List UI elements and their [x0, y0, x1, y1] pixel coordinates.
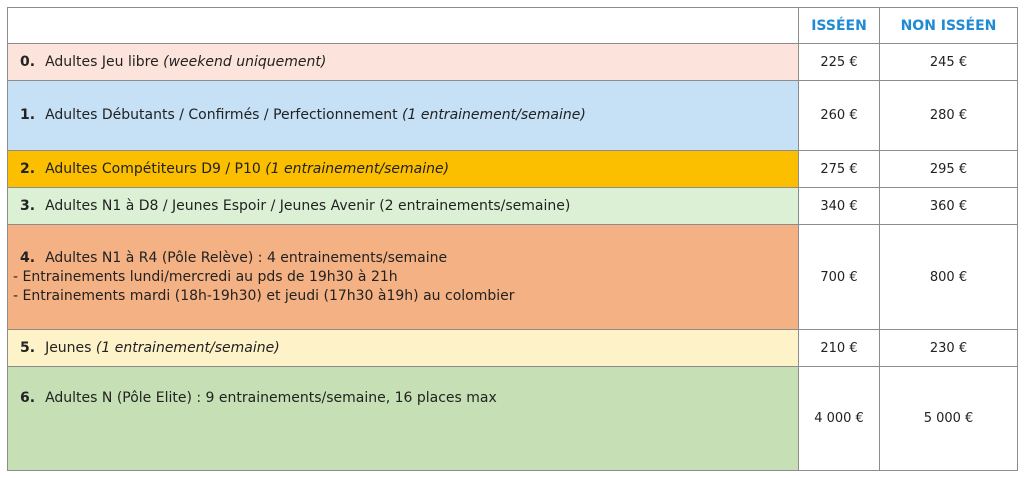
row-number: 3. [20, 197, 36, 214]
row-label: 6. Adultes N (Pôle Elite) : 9 entrainemen… [7, 366, 799, 471]
row-note: (1 entrainement/semaine) [265, 160, 450, 177]
row-description: Adultes N1 à D8 / Jeunes Espoir / Jeunes… [45, 197, 571, 214]
row-description: Adultes N1 à R4 (Pôle Relève) : 4 entrai… [45, 249, 448, 266]
price-isseen: 210 € [798, 329, 880, 367]
row-label: 0. Adultes Jeu libre (weekend uniquement) [7, 43, 799, 81]
row-label: 5. Jeunes (1 entrainement/semaine) [7, 329, 799, 367]
row-label: 3. Adultes N1 à D8 / Jeunes Espoir / Jeun… [7, 187, 799, 225]
table-row: 4. Adultes N1 à R4 (Pôle Relève) : 4 entr… [7, 224, 1018, 330]
row-description: Adultes Compétiteurs D9 / P10 [45, 160, 266, 177]
table-row: 2. Adultes Compétiteurs D9 / P10 (1 entra… [7, 150, 1018, 188]
row-note: (weekend uniquement) [163, 53, 327, 70]
row-description: Jeunes [45, 339, 96, 356]
table-row: 0. Adultes Jeu libre (weekend uniquement)… [7, 43, 1018, 81]
price-isseen: 700 € [798, 224, 880, 330]
price-non-isseen: 5 000 € [879, 366, 1018, 471]
price-non-isseen: 230 € [879, 329, 1018, 367]
row-number: 1. [20, 107, 36, 123]
header-blank-cell [7, 7, 799, 44]
price-isseen: 260 € [798, 80, 880, 151]
price-isseen: 275 € [798, 150, 880, 188]
price-isseen: 225 € [798, 43, 880, 81]
price-non-isseen: 360 € [879, 187, 1018, 225]
row-detail-line: - Entrainements mardi (18h-19h30) et jeu… [13, 287, 515, 304]
row-description: Adultes Jeu libre [45, 53, 164, 70]
row-description: Adultes N (Pôle Elite) : 9 entrainements… [45, 390, 497, 406]
row-label: 4. Adultes N1 à R4 (Pôle Relève) : 4 entr… [7, 224, 799, 330]
price-non-isseen: 280 € [879, 80, 1018, 151]
row-note: (1 entrainement/semaine) [402, 107, 586, 123]
price-isseen: 340 € [798, 187, 880, 225]
row-description: Adultes Débutants / Confirmés / Perfecti… [45, 107, 403, 123]
row-number: 0. [20, 53, 36, 70]
header-isseen: ISSÉEN [798, 7, 880, 44]
price-non-isseen: 295 € [879, 150, 1018, 188]
pricing-table: ISSÉEN NON ISSÉEN 0. Adultes Jeu libre (w… [7, 7, 1018, 471]
table-row: 5.Jeunes (1 entrainement/semaine) 210 € … [7, 329, 1018, 367]
price-non-isseen: 245 € [879, 43, 1018, 81]
row-number: 5. [20, 339, 36, 356]
row-detail-line: - Entrainements lundi/mercredi au pds de… [13, 268, 398, 285]
header-row: ISSÉEN NON ISSÉEN [7, 7, 1018, 44]
row-number: 2. [20, 160, 36, 177]
row-number: 4. [20, 249, 36, 266]
price-non-isseen: 800 € [879, 224, 1018, 330]
header-non-isseen: NON ISSÉEN [879, 7, 1018, 44]
row-label: 2. Adultes Compétiteurs D9 / P10 (1 entra… [7, 150, 799, 188]
table-row: 1. Adultes Débutants / Confirmés / Perfec… [7, 80, 1018, 151]
price-isseen: 4 000 € [798, 366, 880, 471]
table-row: 3. Adultes N1 à D8 / Jeunes Espoir / Jeun… [7, 187, 1018, 225]
pricing-table-wrapper: ISSÉEN NON ISSÉEN 0. Adultes Jeu libre (w… [7, 7, 1018, 471]
table-row: 6. Adultes N (Pôle Elite) : 9 entrainemen… [7, 366, 1018, 471]
row-label: 1. Adultes Débutants / Confirmés / Perfec… [7, 80, 799, 151]
row-number: 6. [20, 390, 36, 406]
row-note: (1 entrainement/semaine) [95, 339, 280, 356]
